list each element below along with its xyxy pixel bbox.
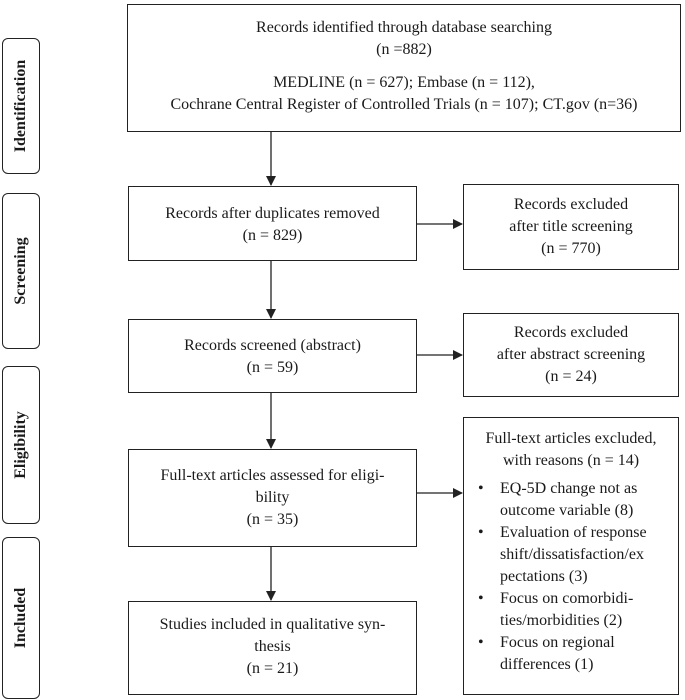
excluded-abstract-box: Records excluded after abstract screenin…	[463, 313, 679, 397]
bullet-icon: •	[478, 634, 484, 651]
deduplicated-box: Records after duplicates removed (n = 82…	[128, 186, 417, 261]
exclusion-reason: • Focus on comorbidi- ties/morbidities (…	[478, 590, 634, 629]
phase-screening: Screening	[2, 193, 40, 349]
excluded-title-reason: after title screening	[509, 218, 633, 235]
records-identified-sources-2: Cochrane Central Register of Controlled …	[170, 96, 638, 113]
excluded-title-label: Records excluded	[513, 196, 629, 213]
screened-title: Records screened (abstract)	[184, 337, 361, 354]
excluded-abstract-label: Records excluded	[513, 324, 629, 341]
included-title-2: thesis	[254, 638, 291, 655]
screened-count: (n = 59)	[246, 359, 299, 376]
phase-included: Included	[2, 537, 40, 699]
exclusion-reason: • EQ-5D change not as outcome variable (…	[478, 480, 638, 519]
exclusion-reason: • Focus on regional differences (1)	[478, 634, 615, 673]
excluded-abstract-count: (n = 24)	[545, 368, 597, 385]
fulltext-title-2: bility	[255, 489, 290, 506]
fulltext-title-1: Full-text articles assessed for eligi-	[160, 467, 385, 484]
bullet-icon: •	[478, 524, 484, 541]
records-identified-count: (n =882)	[376, 41, 432, 58]
exclusion-reason: • Evaluation of response shift/dissatisf…	[478, 524, 647, 585]
phase-eligibility: Eligibility	[2, 366, 40, 524]
records-identified-box: Records identified through database sear…	[127, 4, 681, 132]
deduplicated-title: Records after duplicates removed	[165, 205, 380, 222]
screened-box: Records screened (abstract) (n = 59)	[128, 319, 417, 393]
excluded-fulltext-title: Full-text articles excluded,	[485, 430, 657, 447]
records-identified-sources-1: MEDLINE (n = 627); Embase (n = 112),	[273, 74, 535, 91]
included-box: Studies included in qualitative syn- the…	[128, 601, 417, 695]
excluded-abstract-reason: after abstract screening	[496, 346, 646, 363]
excluded-title-count: (n = 770)	[541, 240, 601, 257]
deduplicated-count: (n = 829)	[242, 227, 303, 244]
excluded-fulltext-box: Full-text articles excluded, with reason…	[463, 417, 679, 695]
fulltext-count: (n = 35)	[246, 511, 299, 528]
phase-identification: Identification	[2, 38, 40, 174]
excluded-fulltext-count: with reasons (n = 14)	[502, 452, 640, 469]
fulltext-box: Full-text articles assessed for eligi- b…	[128, 449, 417, 547]
excluded-title-box: Records excluded after title screening (…	[463, 184, 679, 270]
bullet-icon: •	[478, 480, 484, 497]
included-title-1: Studies included in qualitative syn-	[159, 616, 386, 633]
records-identified-title: Records identified through database sear…	[256, 19, 552, 36]
included-count: (n = 21)	[246, 660, 299, 677]
exclusion-reasons-list: • EQ-5D change not as outcome variable (…	[464, 478, 678, 676]
bullet-icon: •	[478, 590, 484, 607]
